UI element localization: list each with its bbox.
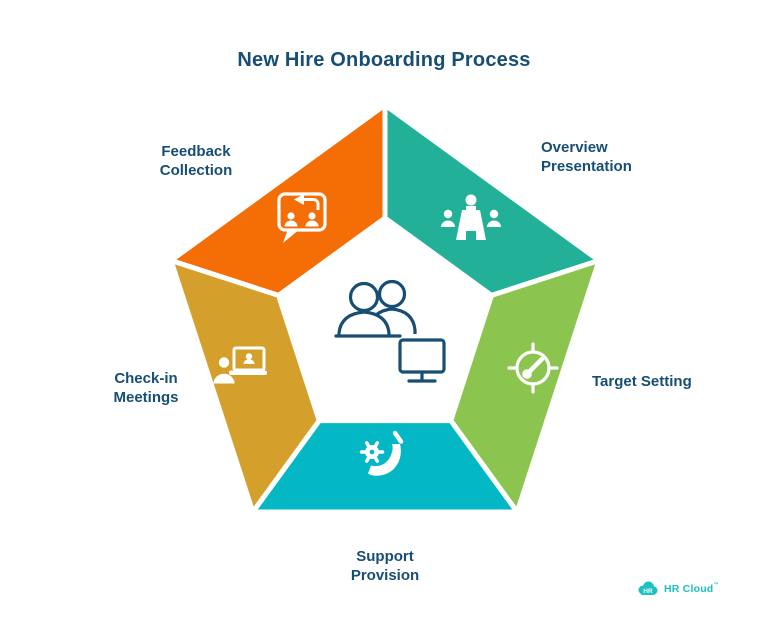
cloud-icon: HR: [638, 581, 658, 595]
segment-label-feedback-collection: Feedback Collection: [159, 143, 233, 179]
segment-check-in-meetings: [168, 258, 322, 515]
presentation-meeting-icon: [441, 194, 501, 240]
hr-cloud-logo: HR HR Cloud™: [636, 580, 719, 597]
segment-label-check-in-meetings: Check-in Meetings: [113, 370, 179, 406]
page-title: New Hire Onboarding Process: [237, 49, 531, 71]
video-call-person-icon: [213, 346, 267, 384]
segment-label-support-provision: Support Provision: [350, 548, 420, 584]
segment-overview-presentation: [382, 102, 602, 298]
feedback-chat-icon: [277, 192, 327, 243]
trademark-symbol: ™: [713, 582, 719, 588]
logo-name: HR Cloud™: [664, 582, 719, 595]
segment-label-target-setting: Target Setting: [592, 373, 692, 390]
segment-label-overview-presentation: Overview Presentation: [541, 139, 632, 175]
logo-badge-text: HR: [643, 588, 653, 595]
target-gauge-icon: [507, 342, 559, 394]
hand-gear-icon: [359, 430, 404, 476]
people-with-monitor-icon: [334, 279, 446, 383]
